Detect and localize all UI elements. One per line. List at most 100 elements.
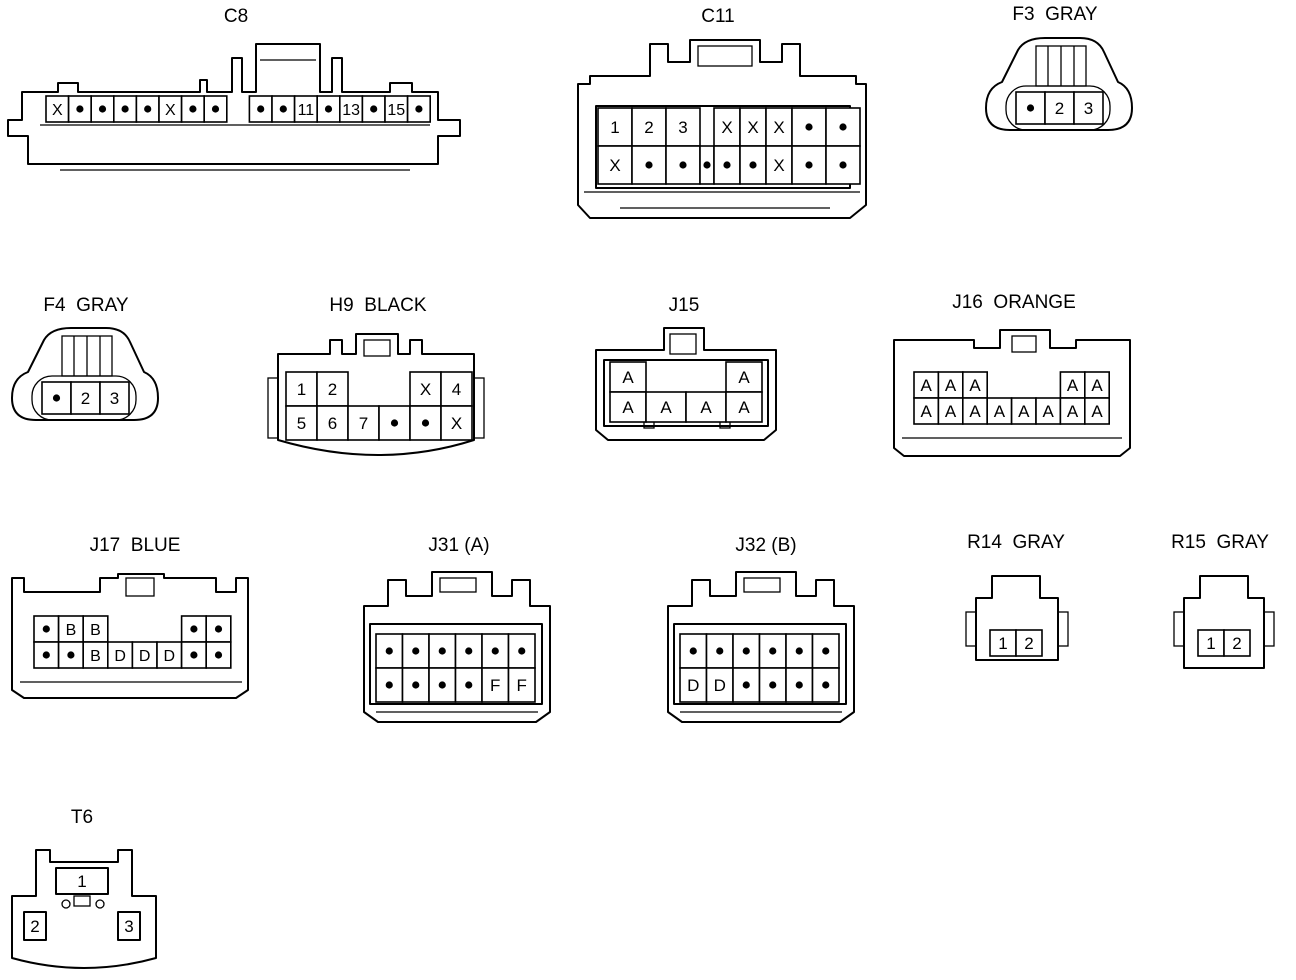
j17-pin-label: D	[114, 648, 126, 665]
j15-pin-label: A	[660, 398, 672, 417]
c11-pin-label: X	[609, 156, 620, 175]
c11-pin-label: X	[773, 118, 784, 137]
title-f3: F3 GRAY	[1012, 4, 1097, 25]
j31-cavity	[507, 667, 536, 703]
j17-pin-label: D	[139, 648, 151, 665]
j17-pin-dot	[42, 651, 50, 659]
t6-pin-2: 2	[30, 917, 39, 936]
j15-pin-label: A	[738, 398, 750, 417]
title-r15: R15 GRAY	[1171, 532, 1269, 553]
j31-cavity	[481, 667, 510, 703]
j32-pin-dot	[689, 647, 697, 655]
f4-pin-label: 2	[81, 389, 90, 408]
title-r14: R14 GRAY	[967, 532, 1065, 553]
j16-cavity	[986, 397, 1013, 425]
c8-pin-label: 11	[298, 102, 315, 119]
f3-cavity	[1073, 91, 1104, 125]
title-j31: J31 (A)	[428, 535, 489, 556]
c8-pin-dot	[324, 105, 333, 113]
c11-pin-label: 3	[678, 118, 687, 137]
j15-cavity	[725, 391, 763, 423]
j15-pin-label: A	[622, 368, 634, 387]
j15-cavity	[609, 361, 647, 393]
j15-pin-label: A	[622, 398, 634, 417]
j17-pin-label: B	[66, 622, 77, 639]
c11-pin-dot	[679, 161, 687, 169]
c11-pin-label: X	[773, 156, 784, 175]
j16-pin-label: A	[1043, 402, 1055, 421]
r14-pin-label: 1	[998, 634, 1007, 653]
c11-pin-dot	[839, 161, 847, 169]
j16-pin-label: A	[1018, 402, 1030, 421]
f3-pin-dot	[1026, 104, 1035, 112]
c8-pin-dot	[257, 105, 265, 113]
j17-pin-dot	[214, 651, 223, 659]
h9-pin-label: 2	[328, 380, 337, 399]
j17-cavity	[156, 641, 183, 669]
j31-pin-label: F	[517, 676, 527, 695]
j32-pin-dot	[716, 647, 724, 655]
j31-pin-dot	[412, 681, 420, 689]
c11-cavity	[597, 145, 633, 185]
j16-pin-label: A	[1091, 402, 1103, 421]
j32-pin-dot	[822, 647, 830, 655]
c8-pin-dot	[189, 105, 197, 113]
j16-cavity	[1010, 397, 1037, 425]
j17-cavity	[82, 615, 109, 643]
h9-cavity	[440, 371, 473, 407]
title-h9: H9 BLACK	[329, 295, 426, 316]
c8-pin-dot	[211, 105, 220, 113]
j17-pin-label: B	[90, 648, 101, 665]
j31-pin-dot	[438, 681, 446, 689]
r15-pin-label: 1	[1206, 634, 1215, 653]
j16-pin-label: A	[945, 402, 957, 421]
f3-cavity	[1015, 91, 1046, 125]
c8-pin-label: X	[165, 102, 176, 119]
r15-cavity	[1223, 629, 1251, 657]
j32-cavity	[811, 633, 840, 669]
r14-cavity	[1015, 629, 1043, 657]
j31-pin-dot	[385, 681, 393, 689]
j15-cavity	[645, 391, 687, 423]
j17-pin-dot	[190, 651, 198, 659]
c8-pin-dot	[121, 105, 129, 113]
c11-pin-dot	[839, 123, 847, 131]
j17-cavity	[131, 641, 158, 669]
connector-t6: 1 2 3	[11, 849, 157, 969]
j16-cavity	[961, 397, 988, 425]
c8-pin-label: 15	[387, 102, 405, 119]
j32-cavity	[785, 667, 814, 703]
h9-pin-label: 7	[359, 414, 368, 433]
h9-cavity	[285, 371, 318, 407]
title-c11: C11	[701, 6, 734, 27]
j32-pin-dot	[769, 681, 777, 689]
j32-pin-dot	[795, 681, 803, 689]
j16-cavity	[1059, 371, 1086, 399]
j16-pin-label: A	[1067, 376, 1079, 395]
title-t6: T6	[71, 807, 93, 828]
f3-pin-label: 2	[1055, 99, 1064, 118]
c11-pin-dot	[805, 123, 813, 131]
title-j15: J15	[669, 295, 700, 316]
h9-cavity	[440, 405, 473, 441]
h9-cavity	[316, 405, 349, 441]
title-j17: J17 BLUE	[90, 535, 181, 556]
j17-pin-label: B	[90, 622, 101, 639]
h9-pin-dot	[390, 419, 399, 427]
j31-pin-dot	[412, 647, 420, 655]
c8-pin-label: 13	[342, 102, 360, 119]
